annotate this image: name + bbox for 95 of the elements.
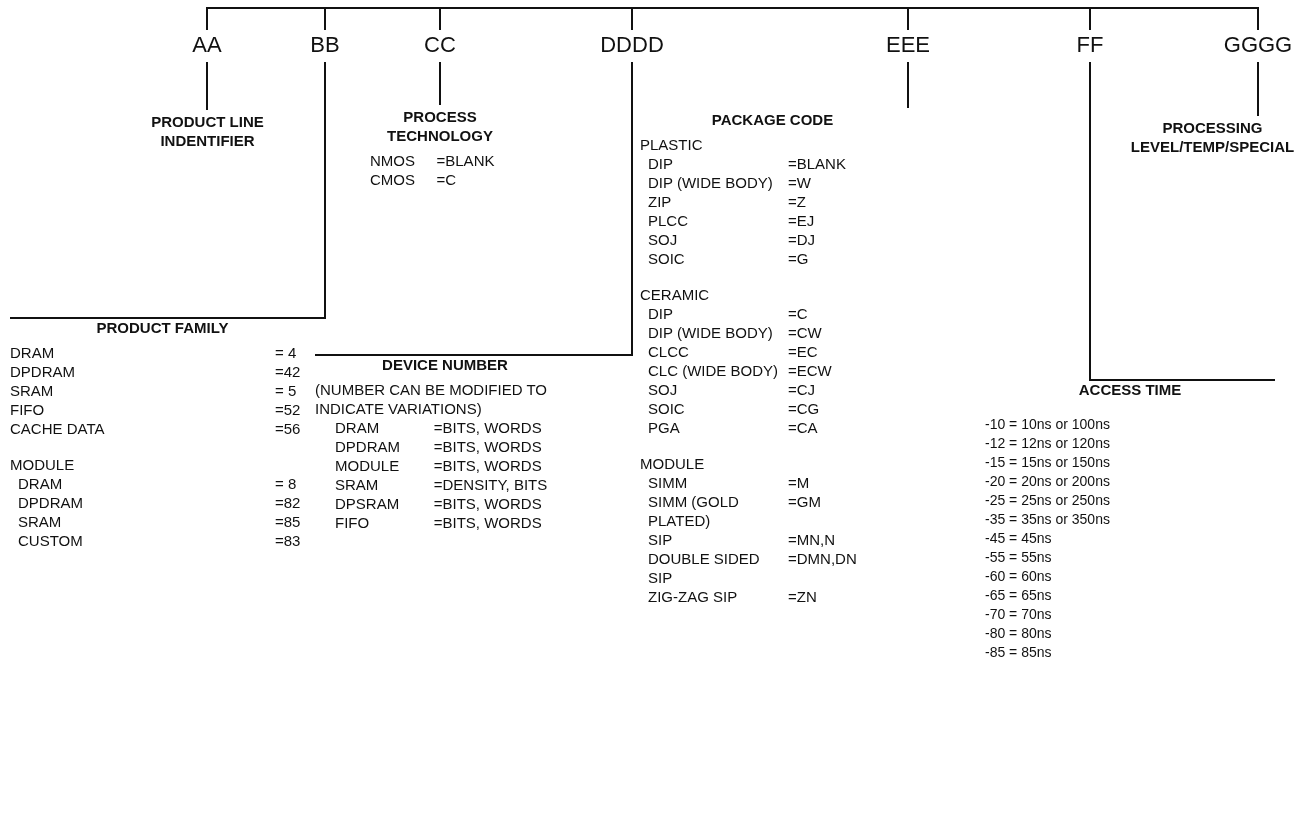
access-time-entry: -80 = 80ns [985, 624, 1053, 643]
code-name: SOJ [647, 380, 679, 399]
section-heading: ACCESS TIME [1077, 380, 1183, 399]
code-name: NMOS [370, 151, 416, 170]
code-value: =DENSITY, BITS [433, 475, 549, 494]
code-name: FIFO [10, 400, 46, 419]
code-name: SOIC [647, 399, 686, 418]
access-time-entry: -65 = 65ns [985, 586, 1053, 605]
code-value: =BITS, WORDS [433, 418, 543, 437]
code-value: =Z [788, 192, 807, 211]
code-name: SIMM [647, 473, 689, 492]
code-value: =42 [275, 362, 302, 381]
code-name: DPDRAM [334, 437, 401, 456]
code-name: DRAM [10, 343, 56, 362]
code-value: =BLANK [436, 151, 496, 170]
code-value: = 8 [275, 474, 298, 493]
access-time-entry: -10 = 10ns or 100ns [985, 415, 1111, 434]
code-value: =56 [275, 419, 302, 438]
code-name: DIP [647, 304, 674, 323]
code-value: =GM [788, 492, 822, 512]
code-name: ZIP [647, 192, 673, 211]
code-value: =W [788, 173, 812, 192]
code-value: =CJ [788, 380, 817, 399]
group-heading: MODULE [10, 455, 76, 474]
code-value: =82 [275, 493, 302, 512]
access-time-entry: -55 = 55ns [985, 548, 1053, 567]
section-heading: DEVICE NUMBER [381, 355, 509, 374]
code-name: DIP (WIDE BODY) [647, 173, 774, 192]
code-name: DIP (WIDE BODY) [647, 323, 774, 342]
code-name: CLC (WIDE BODY) [647, 361, 779, 380]
code-name: DPDRAM [17, 493, 84, 512]
group-heading: MODULE [640, 454, 706, 473]
code-value: =BITS, WORDS [433, 437, 543, 456]
group-heading: CERAMIC [640, 285, 711, 304]
access-time-entry: -15 = 15ns or 150ns [985, 453, 1111, 472]
code-value: =BLANK [788, 154, 847, 173]
section-heading: PROCESSING LEVEL/TEMP/SPECIAL [1129, 118, 1296, 156]
code-name: SRAM [17, 512, 63, 531]
code-name: SRAM [334, 475, 380, 494]
code-value: =BITS, WORDS [433, 494, 543, 513]
group-heading: PLASTIC [640, 135, 704, 154]
section-heading: PRODUCT FAMILY [95, 318, 230, 337]
code-value: =ZN [788, 587, 818, 606]
code-value: =85 [275, 512, 302, 531]
code-value: =EC [788, 342, 819, 361]
code-name: PGA [647, 418, 681, 437]
code-name: SIMM (GOLD PLATED) [647, 492, 740, 530]
code-value: =CA [788, 418, 819, 437]
code-name: CMOS [370, 170, 416, 189]
code-name: FIFO [334, 513, 371, 532]
section-heading: PACKAGE CODE [710, 110, 835, 129]
note-text: (NUMBER CAN BE MODIFIED TO INDICATE VARIATIONS) [315, 380, 548, 418]
code-value: = 4 [275, 343, 298, 362]
access-time-entry: -60 = 60ns [985, 567, 1053, 586]
code-value: =ECW [788, 361, 833, 380]
code-value: =BITS, WORDS [433, 513, 543, 532]
section-heading: PRODUCT LINE INDENTIFIER [150, 112, 265, 150]
code-name: ZIG-ZAG SIP [647, 587, 739, 606]
code-value: =M [788, 473, 811, 492]
code-value: =MN,N [788, 530, 837, 549]
code-name: DOUBLE SIDED SIP [647, 549, 761, 587]
access-time-entry: -35 = 35ns or 350ns [985, 510, 1111, 529]
code-name: SOIC [647, 249, 686, 268]
code-name: DRAM [17, 474, 64, 493]
code-value: =G [788, 249, 810, 268]
access-time-entry: -20 = 20ns or 200ns [985, 472, 1111, 491]
section-heading: PROCESS TECHNOLOGY [386, 107, 494, 145]
code-name: PLCC [647, 211, 689, 230]
code-value: =BITS, WORDS [433, 456, 543, 475]
code-name: MODULE [334, 456, 401, 475]
code-value: =CG [788, 399, 821, 418]
code-name: DRAM [334, 418, 381, 437]
code-name: SIP [647, 530, 674, 549]
code-value: =83 [275, 531, 302, 550]
code-value: =52 [275, 400, 302, 419]
code-value: =C [788, 304, 809, 323]
code-name: CACHE DATA [10, 419, 106, 438]
code-value: =DJ [788, 230, 817, 249]
code-name: DIP [647, 154, 674, 173]
access-time-entry: -25 = 25ns or 250ns [985, 491, 1111, 510]
access-time-entry: -85 = 85ns [985, 643, 1053, 662]
code-name: DPDRAM [10, 362, 76, 381]
code-value: =CW [788, 323, 823, 342]
code-value: =C [436, 170, 458, 189]
code-value: =DMN,DN [788, 549, 858, 569]
code-name: SRAM [10, 381, 55, 400]
code-name: CLCC [647, 342, 690, 361]
access-time-entry: -12 = 12ns or 120ns [985, 434, 1111, 453]
code-value: =EJ [788, 211, 816, 230]
code-name: DPSRAM [334, 494, 401, 513]
access-time-entry: -70 = 70ns [985, 605, 1053, 624]
code-name: SOJ [647, 230, 679, 249]
code-name: CUSTOM [17, 531, 84, 550]
access-time-entry: -45 = 45ns [985, 529, 1053, 548]
code-value: = 5 [275, 381, 298, 400]
